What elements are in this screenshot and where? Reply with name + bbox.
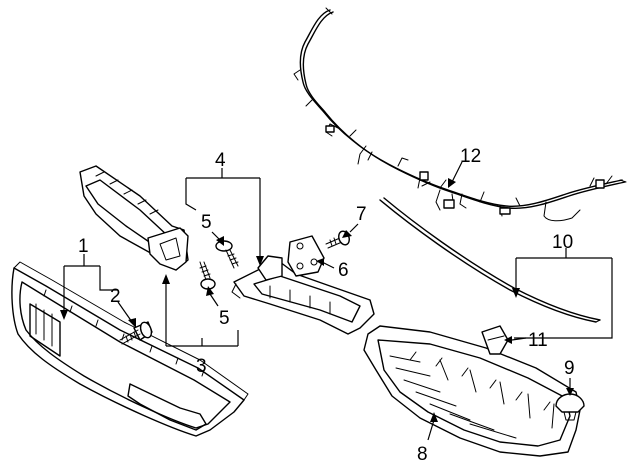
screw-2 [119,321,153,345]
callout-12: 12 [460,146,481,167]
molding-strip [379,197,601,323]
callout-8: 8 [417,444,428,465]
clip-11 [481,325,509,355]
bracket-plate-6 [287,235,325,277]
callout-10: 10 [552,232,573,253]
callout-5-upper: 5 [201,212,212,233]
screw-5a [215,240,239,269]
callout-1: 1 [78,236,89,257]
callout-5-lower: 5 [219,308,230,329]
outer-grille [11,261,249,437]
center-bracket [231,255,375,335]
callout-11: 11 [528,330,548,351]
callout-2: 2 [110,286,121,307]
leader-lines [60,161,613,441]
wiring-harness [293,7,627,222]
upper-grille-bracket [79,165,189,271]
callout-4: 4 [215,150,226,171]
screw-5b [199,261,216,290]
callout-7: 7 [356,204,367,225]
callout-9: 9 [564,358,575,379]
callout-6: 6 [338,260,349,281]
lower-shield [363,325,581,457]
callout-3: 3 [196,356,207,377]
callout-labels: 1 2 3 4 5 5 6 7 8 9 10 11 12 [78,146,575,465]
push-clip-9 [555,393,585,421]
